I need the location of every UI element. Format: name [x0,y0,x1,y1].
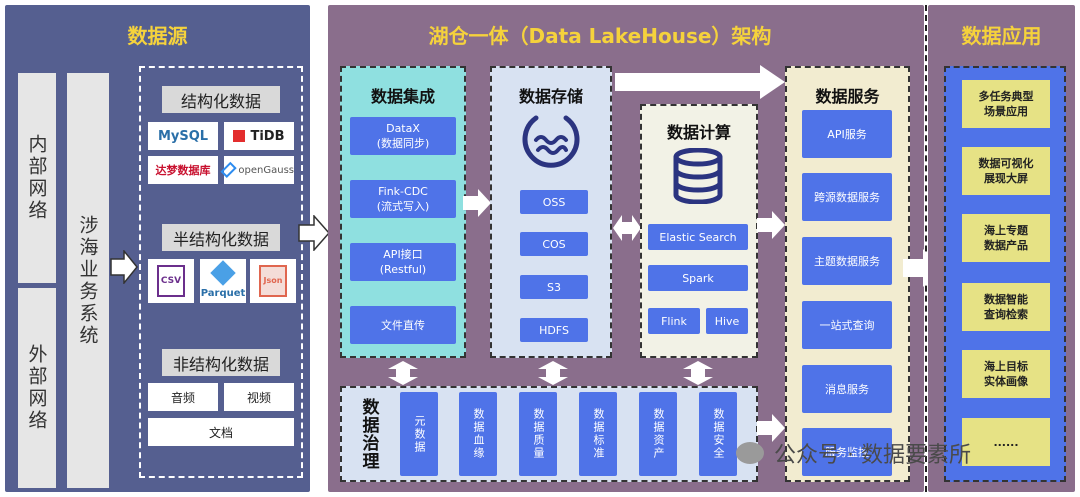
video-box: 视频 [224,383,294,411]
source-to-lake-arrow [298,215,330,251]
storage-lake-icon [520,110,582,176]
compute-spark: Spark [648,265,748,291]
service-message: 消息服务 [802,365,892,413]
integration-api: API接口 (Restful) [350,243,456,281]
service-topic-data: 主题数据服务 [802,237,892,285]
database-icon [672,147,724,208]
csv-file-icon: CSV [157,265,185,297]
document-box: 文档 [148,418,294,446]
opengauss-logo: openGauss [220,156,294,184]
mysql-logo: MySQL [148,122,218,150]
external-network-box: 外部网络 [18,288,56,488]
governance-metadata: 元数据 [400,392,438,476]
application-visualization: 数据可视化 展现大屏 [962,147,1050,195]
compute-to-service-arrow [756,210,786,240]
wechat-icon [736,442,764,464]
governance-title: 数据治理 [358,398,379,470]
compute-elastic-search: Elastic Search [648,224,748,250]
governance-quality: 数据质量 [519,392,557,476]
governance-lineage: 数据血缘 [459,392,497,476]
compute-title: 数据计算 [666,123,731,142]
storage-cos: COS [520,232,588,256]
application-more: ...... [962,418,1050,466]
integration-datax: DataX (数据同步) [350,117,456,155]
json-file-icon: Json [259,265,287,297]
lakehouse-title: 湖仓一体（Data LakeHouse）架构 [428,24,772,48]
structured-data-label: 结构化数据 [162,86,280,113]
storage-title: 数据存储 [518,87,583,106]
storage-hdfs: HDFS [520,318,588,342]
semi-structured-data-label: 半结构化数据 [162,224,280,251]
compute-flink: Flink [648,308,700,334]
integration-file-transfer: 文件直传 [350,306,456,344]
lake-app-divider [925,5,927,492]
application-column [944,66,1066,482]
compute-hive: Hive [706,308,748,334]
storage-compute-arrow [612,212,642,244]
audio-box: 音频 [148,383,218,411]
dameng-logo: 达梦数据库 [148,156,218,184]
governance-security: 数据安全 [699,392,737,476]
application-smart-query: 数据智能 查询检索 [962,283,1050,331]
service-one-stop-query: 一站式查询 [802,301,892,349]
source-title: 数据源 [127,24,188,48]
json-logo: Json [250,259,296,303]
compute-governance-arrow [680,360,716,386]
service-api: API服务 [802,110,892,158]
application-multi-task: 多任务典型 场景应用 [962,80,1050,128]
internal-network-box: 内部网络 [18,73,56,283]
application-target-profile: 海上目标 实体画像 [962,350,1050,398]
application-title: 数据应用 [961,24,1042,48]
service-cross-source: 跨源数据服务 [802,173,892,221]
service-title: 数据服务 [815,87,880,106]
storage-s3: S3 [520,275,588,299]
parquet-icon [210,259,236,286]
storage-governance-arrow [535,360,571,386]
unstructured-data-label: 非结构化数据 [162,349,280,376]
integration-governance-arrow [385,360,421,386]
integration-title: 数据集成 [370,87,435,106]
integration-fink-cdc: Fink-CDC (流式写入) [350,180,456,218]
parquet-logo: Parquet [200,259,246,303]
source-data-types-box [139,66,303,478]
business-systems-box: 涉海业务系统 [67,73,109,488]
governance-asset: 数据资产 [639,392,677,476]
source-arrow-1 [110,250,138,284]
tidb-logo: TiDB [224,122,294,150]
governance-to-service-arrow [756,413,786,443]
storage-oss: OSS [520,190,588,214]
tidb-icon [233,130,246,142]
service-monitoring: 服务监控 [802,428,892,476]
governance-standard: 数据标准 [579,392,617,476]
storage-to-service-arrow [614,64,786,100]
watermark: 公众号 · 数据要素所 [736,436,971,470]
csv-logo: CSV [148,259,194,303]
application-maritime-products: 海上专题 数据产品 [962,214,1050,262]
integration-to-storage-arrow [462,188,492,218]
